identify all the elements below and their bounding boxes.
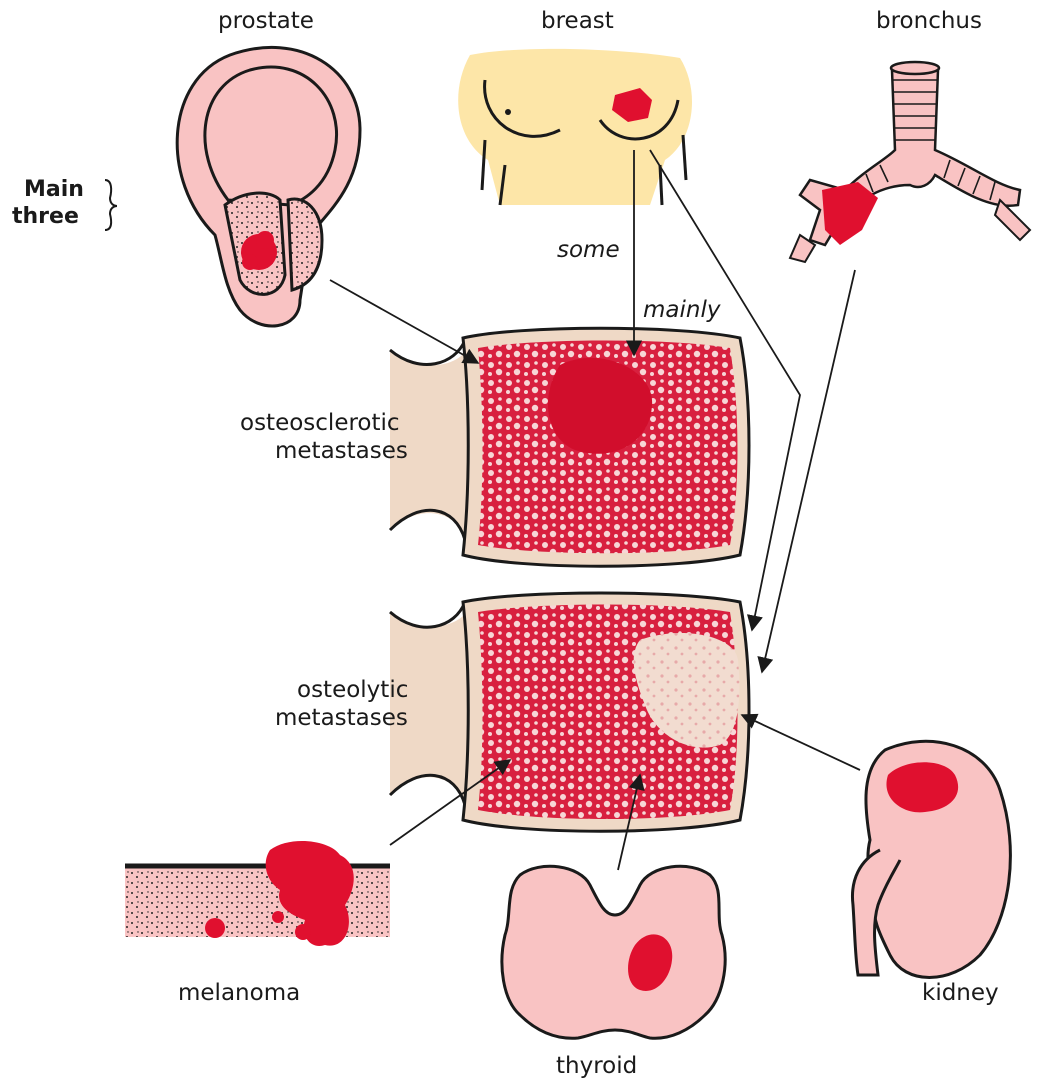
prostate-illustration bbox=[177, 47, 360, 326]
arrow-kidney-to-osteolytic bbox=[742, 715, 860, 770]
arrow-prostate-to-osteosclerotic bbox=[330, 280, 478, 363]
label-melanoma: melanoma bbox=[178, 980, 300, 1008]
label-breast: breast bbox=[541, 8, 614, 36]
melanoma-illustration bbox=[125, 841, 390, 946]
bronchus-illustration bbox=[790, 62, 1030, 262]
label-osteolytic-1: osteolytic bbox=[297, 677, 408, 705]
label-osteosclerotic-1: osteosclerotic bbox=[240, 410, 400, 438]
osteolytic-vertebra bbox=[390, 593, 749, 831]
main-three-brace bbox=[105, 180, 117, 230]
arrow-bronchus-to-osteolytic bbox=[762, 270, 855, 672]
thyroid-illustration bbox=[502, 866, 725, 1038]
label-some: some bbox=[557, 237, 620, 265]
label-three: three bbox=[12, 204, 79, 230]
osteosclerotic-vertebra bbox=[390, 328, 749, 566]
label-osteosclerotic-2: metastases bbox=[275, 438, 408, 466]
breast-illustration bbox=[458, 49, 692, 205]
label-osteolytic-2: metastases bbox=[275, 705, 408, 733]
label-bronchus: bronchus bbox=[876, 8, 982, 36]
kidney-illustration bbox=[852, 741, 1010, 977]
label-prostate: prostate bbox=[218, 8, 314, 36]
label-kidney: kidney bbox=[922, 980, 999, 1008]
label-main: Main bbox=[24, 177, 84, 203]
label-thyroid: thyroid bbox=[556, 1053, 637, 1081]
label-mainly: mainly bbox=[643, 297, 720, 325]
